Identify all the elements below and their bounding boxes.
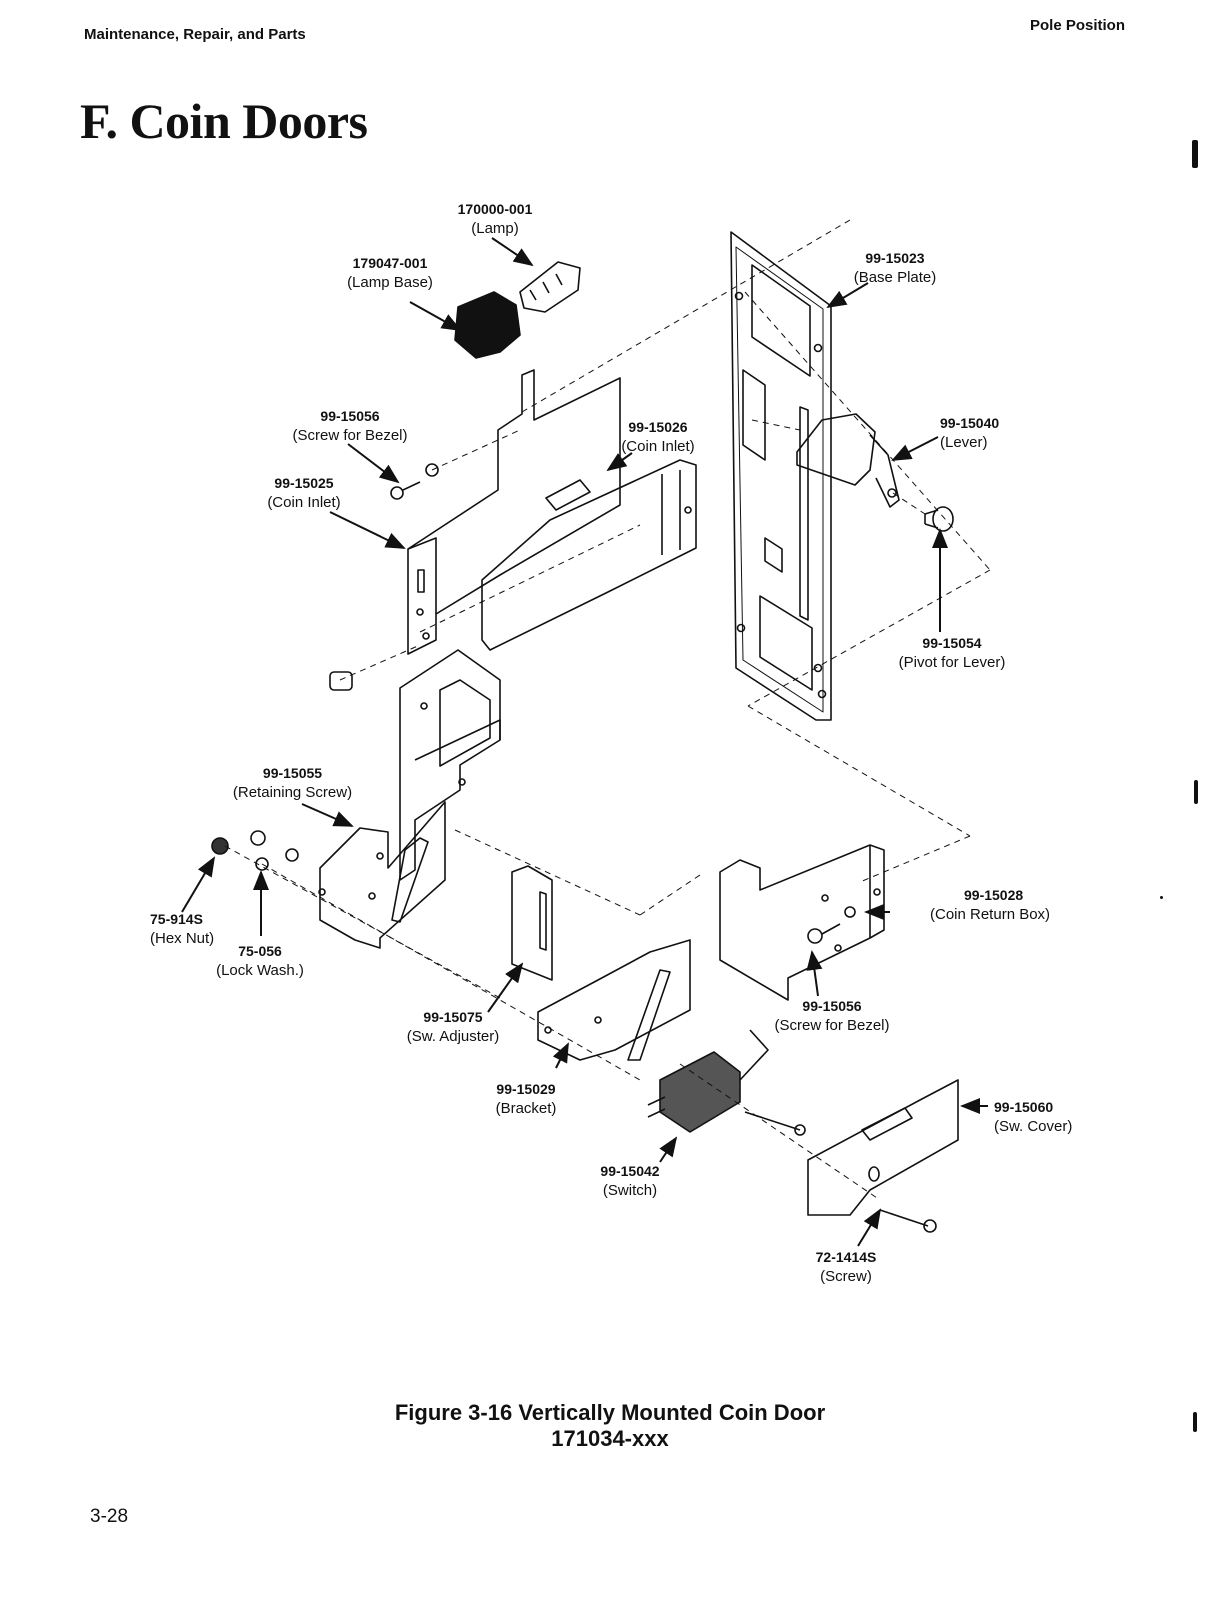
coin-inlet-chute [481, 459, 697, 651]
part-name: (Coin Inlet) [621, 438, 695, 455]
callout-screw-for-bezel-lower: 99-15056 (Screw for Bezel) [762, 997, 902, 1035]
callout-switch: 99-15042 (Switch) [580, 1162, 680, 1200]
part-number: 99-15056 [802, 998, 862, 1014]
callout-coin-inlet-chute: 99-15026 (Coin Inlet) [608, 418, 708, 456]
part-number: 99-15060 [994, 1099, 1054, 1115]
part-name: (Screw for Bezel) [292, 427, 408, 444]
part-name: (Lever) [940, 434, 988, 451]
callout-lamp-base: 179047-001 (Lamp Base) [335, 254, 445, 292]
part-number: 99-15042 [600, 1163, 660, 1179]
part-name: (Sw. Adjuster) [406, 1028, 500, 1045]
part-number: 99-15056 [320, 408, 380, 424]
part-name: (Switch) [602, 1182, 658, 1199]
scan-mark [1160, 896, 1163, 899]
part-name: (Base Plate) [853, 269, 937, 286]
part-number: 99-15040 [940, 415, 1000, 431]
lamp [519, 261, 581, 313]
pivot [924, 506, 954, 532]
callout-screw: 72-1414S (Screw) [796, 1248, 896, 1286]
lamp-base [454, 291, 521, 359]
part-name: (Lamp) [471, 220, 519, 237]
part-number: 99-15029 [496, 1081, 556, 1097]
part-number: 170000-001 [457, 201, 533, 217]
part-name: (Retaining Screw) [232, 784, 353, 801]
part-name: (Bracket) [495, 1100, 557, 1117]
coin-inlet-upper [407, 369, 621, 655]
part-number: 99-15054 [922, 635, 982, 651]
switch-body [647, 1029, 769, 1133]
running-header-right: Pole Position [1029, 17, 1125, 34]
callout-switch-adjuster: 99-15075 (Sw. Adjuster) [398, 1008, 508, 1046]
callout-lock-washer: 75-056 (Lock Wash.) [205, 942, 315, 980]
callout-coin-inlet-upper: 99-15025 (Coin Inlet) [254, 474, 354, 512]
callout-bracket: 99-15029 (Bracket) [476, 1080, 576, 1118]
part-number: 99-15025 [274, 475, 334, 491]
part-number: 72-1414S [815, 1249, 877, 1265]
part-name: (Screw for Bezel) [774, 1017, 890, 1034]
running-header-left: Maintenance, Repair, and Parts [84, 26, 306, 43]
base-plate [730, 231, 832, 721]
caption-part-number: 171034-xxx [551, 1426, 669, 1451]
part-number: 99-15028 [964, 887, 1024, 903]
callout-pivot: 99-15054 (Pivot for Lever) [882, 634, 1022, 672]
part-number: 75-056 [238, 943, 282, 959]
callout-lamp: 170000-001 (Lamp) [440, 200, 550, 238]
scan-mark [1194, 780, 1198, 804]
part-number: 99-15075 [423, 1009, 483, 1025]
switch-bracket [537, 939, 691, 1061]
section-title: F. Coin Doors [80, 93, 368, 149]
part-name: (Lamp Base) [347, 274, 433, 291]
part-name: (Coin Inlet) [267, 494, 341, 511]
left-bracket [318, 801, 446, 949]
inner-frame [399, 649, 501, 881]
part-number: 99-15055 [262, 765, 323, 781]
hardware [211, 463, 937, 1233]
switch-cover [807, 1079, 959, 1216]
part-name: (Lock Wash.) [216, 962, 304, 979]
part-name: (Screw) [820, 1268, 872, 1285]
figure-caption: Figure 3-16 Vertically Mounted Coin Door… [300, 1400, 920, 1452]
switch-adjuster [511, 865, 553, 981]
scan-mark [1193, 1412, 1197, 1432]
part-number: 75-914S [150, 911, 203, 927]
lever [796, 413, 900, 508]
part-name: (Sw. Cover) [994, 1118, 1073, 1135]
part-number: 179047-001 [352, 255, 428, 271]
callout-retaining-screw: 99-15055 (Retaining Screw) [220, 764, 365, 802]
part-number: 99-15023 [865, 250, 925, 266]
scan-mark [1192, 140, 1198, 168]
part-name: (Coin Return Box) [930, 906, 1051, 923]
callout-coin-return-box: 99-15028 (Coin Return Box) [930, 886, 1080, 924]
callout-base-plate: 99-15023 (Base Plate) [845, 249, 945, 287]
page-number: 3-28 [90, 1506, 129, 1527]
part-name: (Pivot for Lever) [898, 654, 1006, 671]
part-number: 99-15026 [628, 419, 688, 435]
callout-screw-for-bezel-upper: 99-15056 (Screw for Bezel) [280, 407, 420, 445]
callout-lever: 99-15040 (Lever) [940, 414, 1020, 452]
callout-switch-cover: 99-15060 (Sw. Cover) [994, 1098, 1094, 1136]
coin-return-box [719, 844, 885, 1001]
callout-hex-nut: 75-914S (Hex Nut) [150, 910, 240, 948]
caption-title: Figure 3-16 Vertically Mounted Coin Door [394, 1400, 826, 1425]
part-name: (Hex Nut) [150, 930, 215, 947]
